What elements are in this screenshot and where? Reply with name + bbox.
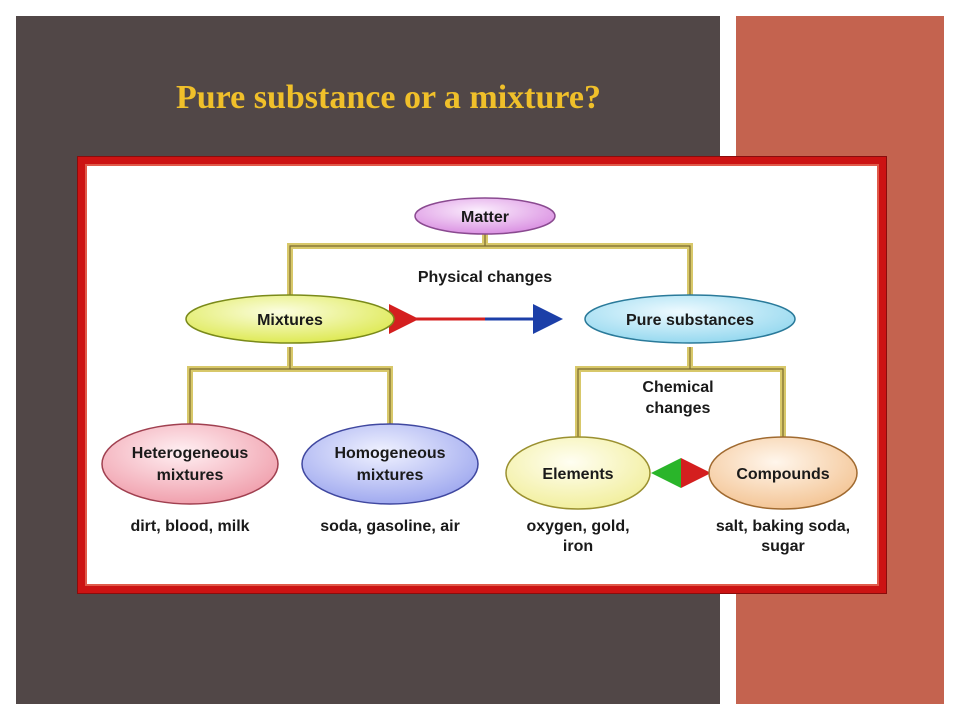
node-heterogeneous-label-line1: Heterogeneous [132,445,249,462]
node-compounds: Compounds [708,436,858,510]
node-pure-substances-label: Pure substances [626,312,754,329]
node-compounds-label: Compounds [736,466,829,483]
diagram-frame: Physical changes Chemical changes Matter… [78,157,886,593]
heterogeneous-examples: dirt, blood, milk [130,518,249,535]
node-homogeneous-mixtures: Homogeneous mixtures [301,423,479,505]
chemical-changes-label-line1: Chemical [642,379,713,396]
node-mixtures: Mixtures [185,294,395,344]
compounds-examples-line2: sugar [761,538,805,555]
node-matter-label: Matter [461,209,509,226]
homogeneous-examples: soda, gasoline, air [320,518,460,535]
node-homogeneous-label-line1: Homogeneous [334,445,445,462]
chemical-changes-label-line2: changes [646,400,711,417]
node-matter: Matter [414,197,556,235]
node-homogeneous-label-line2: mixtures [357,467,424,484]
slide-title: Pure substance or a mixture? [176,79,601,116]
elements-examples-line2: iron [563,538,593,555]
matter-classification-diagram: Physical changes Chemical changes Matter… [101,197,858,555]
node-pure-substances: Pure substances [584,294,796,344]
node-heterogeneous-mixtures: Heterogeneous mixtures [101,423,279,505]
node-mixtures-label: Mixtures [257,312,323,329]
node-heterogeneous-label-line2: mixtures [157,467,224,484]
node-elements: Elements [505,436,651,510]
elements-examples-line1: oxygen, gold, [526,518,629,535]
compounds-examples-line1: salt, baking soda, [716,518,850,535]
physical-changes-label: Physical changes [418,269,552,286]
node-elements-label: Elements [542,466,613,483]
